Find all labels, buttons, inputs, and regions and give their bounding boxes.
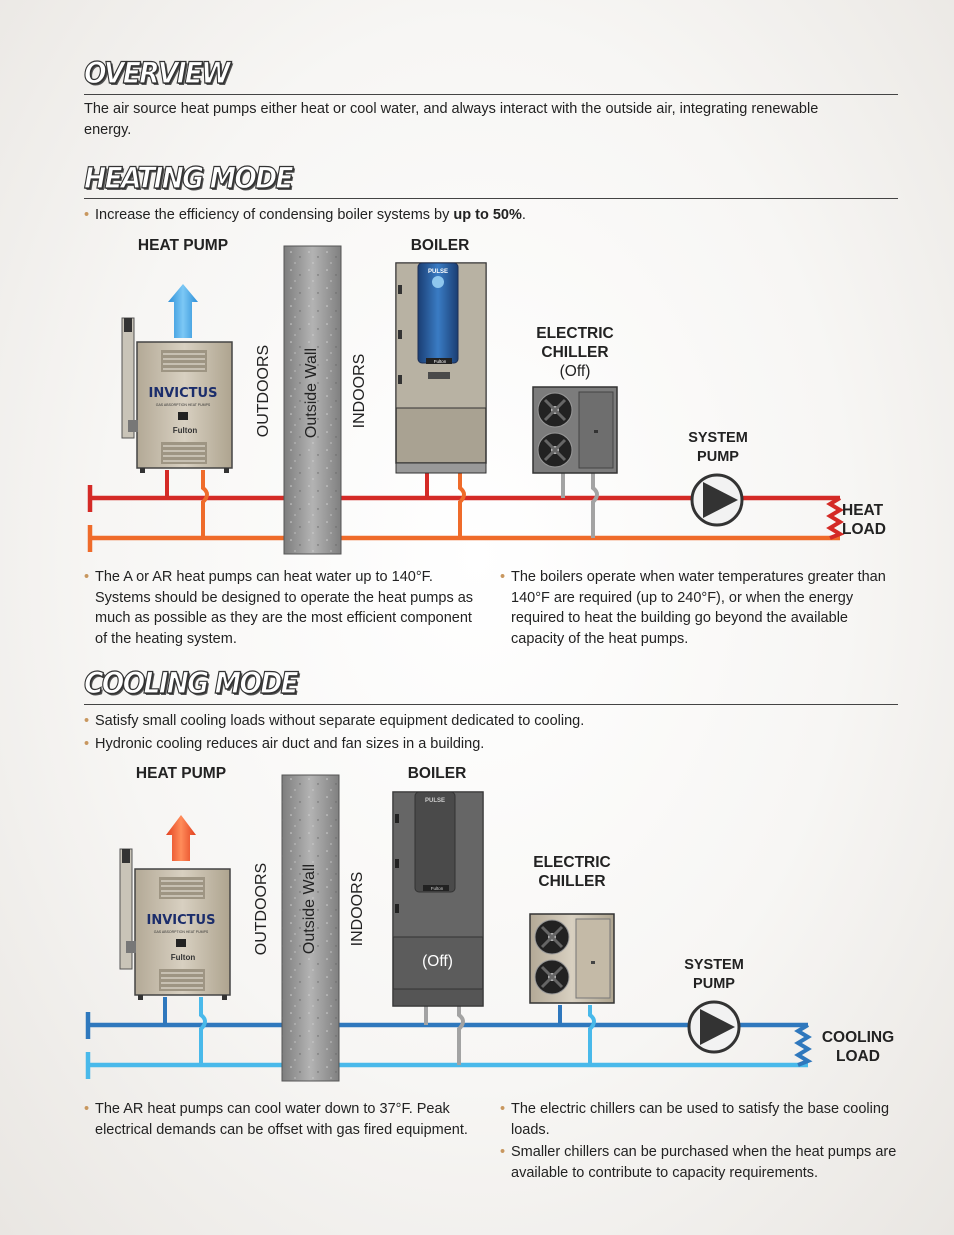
electric-chiller-unit xyxy=(532,386,618,474)
heating-bullet-bold: up to 50% xyxy=(453,207,522,223)
svg-text:INVICTUS: INVICTUS xyxy=(147,913,216,928)
svg-text:Fulton: Fulton xyxy=(434,359,447,364)
heating-note: The A or AR heat pumps can heat water up… xyxy=(84,567,474,649)
cooling-bullet: Hydronic cooling reduces air duct and fa… xyxy=(84,734,484,755)
boiler-unit: PULSE Fulton xyxy=(392,791,484,1007)
chiller-label: ELECTRIC CHILLER xyxy=(517,853,627,891)
heat-pump-label: HEAT PUMP xyxy=(137,237,229,254)
boiler-unit: PULSE Fulton xyxy=(395,262,487,474)
svg-text:PULSE: PULSE xyxy=(425,798,445,804)
indoors-label: INDOORS xyxy=(351,353,368,429)
cooling-mode-diagram: INVICTUS GAS ABSORPTION HEAT PUMPS Fulto… xyxy=(85,774,813,1082)
cooling-note: Smaller chillers can be purchased when t… xyxy=(500,1142,900,1183)
indoors-label: INDOORS xyxy=(349,871,366,947)
heating-bullet-text: Increase the efficiency of condensing bo… xyxy=(95,207,454,223)
svg-text:Fulton: Fulton xyxy=(173,426,198,435)
heat-pump-connections xyxy=(165,470,599,538)
heating-mode-diagram: INVICTUS GAS ABSORPTION HEAT PUMPS Fulto… xyxy=(87,245,845,555)
electric-chiller-unit xyxy=(529,913,615,1004)
system-pump-label-line2: PUMP xyxy=(693,976,735,992)
heating-rule xyxy=(84,198,898,199)
svg-text:GAS ABSORPTION HEAT PUMPS: GAS ABSORPTION HEAT PUMPS xyxy=(156,403,211,407)
heating-note: The boilers operate when water temperatu… xyxy=(500,567,895,649)
heating-notes-right: The boilers operate when water temperatu… xyxy=(500,567,895,649)
svg-text:Fulton: Fulton xyxy=(431,886,444,891)
system-pump-icon xyxy=(690,473,744,527)
cooling-notes-left: The AR heat pumps can cool water down to… xyxy=(84,1099,474,1140)
cooling-load-label: COOLING LOAD xyxy=(812,1028,904,1066)
cooling-mode-title: COOLING MODE xyxy=(83,665,299,700)
system-pump-label-line1: SYSTEM xyxy=(684,957,744,973)
svg-text:INVICTUS: INVICTUS xyxy=(149,386,218,401)
system-pump-icon xyxy=(687,1000,741,1054)
equipment-connections xyxy=(163,997,596,1065)
chiller-label-line2: CHILLER xyxy=(538,873,606,890)
heat-pump-label: HEAT PUMP xyxy=(135,765,227,782)
heat-load-label: HEAT LOAD xyxy=(842,501,904,539)
cooling-load-label-line1: COOLING xyxy=(821,1029,895,1046)
heating-mode-title: HEATING MODE xyxy=(83,160,294,195)
chiller-label-line1: ELECTRIC xyxy=(536,325,614,342)
chiller-label-line1: ELECTRIC xyxy=(533,854,611,871)
boiler-state: (Off) xyxy=(422,953,453,970)
cooling-load-coil xyxy=(794,1023,813,1067)
system-pump-label: SYSTEM PUMP xyxy=(664,956,764,994)
cooling-note: The AR heat pumps can cool water down to… xyxy=(84,1099,474,1140)
outside-wall-label: Outside Wall xyxy=(303,347,320,439)
exhaust-arrow-icon xyxy=(168,284,198,338)
overview-rule xyxy=(84,94,898,95)
outside-wall xyxy=(283,245,342,555)
svg-text:GAS ABSORPTION HEAT PUMPS: GAS ABSORPTION HEAT PUMPS xyxy=(154,930,209,934)
svg-text:Fulton: Fulton xyxy=(171,953,196,962)
boiler-label: BOILER xyxy=(407,765,467,782)
outdoors-label: OUTDOORS xyxy=(253,862,270,956)
chiller-label-line2: CHILLER xyxy=(541,344,609,361)
heating-bullet-end: . xyxy=(521,207,526,223)
outside-wall-label: Outside Wall xyxy=(301,863,318,955)
exhaust-arrow-icon xyxy=(166,815,196,861)
heat-load-label-line2: LOAD xyxy=(842,521,886,538)
chiller-state: (Off) xyxy=(559,363,591,380)
cooling-notes-right: The electric chillers can be used to sat… xyxy=(500,1099,900,1183)
heating-bullet: Increase the efficiency of condensing bo… xyxy=(84,205,526,226)
cooling-note: The electric chillers can be used to sat… xyxy=(500,1099,900,1140)
cooling-load-label-line2: LOAD xyxy=(836,1048,880,1065)
chiller-label: ELECTRIC CHILLER (Off) xyxy=(520,324,630,381)
cooling-rule xyxy=(84,704,898,705)
outdoors-label: OUTDOORS xyxy=(255,344,272,438)
heat-pump-unit: INVICTUS GAS ABSORPTION HEAT PUMPS Fulto… xyxy=(121,284,233,473)
svg-text:PULSE: PULSE xyxy=(428,269,448,275)
heat-load-label-line1: HEAT xyxy=(842,502,884,519)
overview-title: OVERVIEW xyxy=(83,55,231,90)
boiler-label: BOILER xyxy=(410,237,470,254)
outside-wall xyxy=(281,774,340,1082)
cooling-bullet: Satisfy small cooling loads without sepa… xyxy=(84,711,584,732)
overview-text: The air source heat pumps either heat or… xyxy=(84,101,819,138)
system-pump-label: SYSTEM PUMP xyxy=(668,429,768,467)
system-pump-label-line1: SYSTEM xyxy=(688,430,748,446)
heating-notes-left: The A or AR heat pumps can heat water up… xyxy=(84,567,474,649)
system-pump-label-line2: PUMP xyxy=(697,449,739,465)
heat-pump-unit: INVICTUS GAS ABSORPTION HEAT PUMPS Fulto… xyxy=(119,815,231,1000)
heat-load-coil xyxy=(826,496,845,540)
